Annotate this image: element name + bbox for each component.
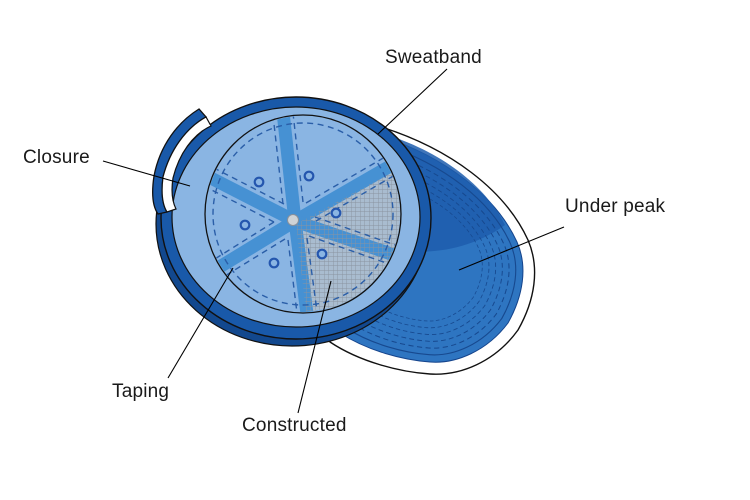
label-taping: Taping — [112, 381, 170, 402]
label-constructed: Constructed — [242, 415, 347, 436]
leader-lines — [102, 68, 565, 414]
label-under-peak: Under peak — [565, 196, 666, 217]
crown — [151, 96, 432, 347]
eyelet — [268, 257, 280, 269]
eyelets — [239, 170, 342, 269]
eyelet — [316, 248, 328, 260]
center-button — [287, 214, 299, 226]
sweatband-leader-line — [377, 68, 448, 135]
taping-leader-line — [167, 267, 234, 379]
eyelet — [253, 176, 265, 188]
closure-leader-line — [102, 160, 191, 187]
eyelet — [303, 170, 315, 182]
label-closure: Closure — [23, 147, 90, 168]
label-sweatband: Sweatband — [385, 47, 482, 68]
taping-strip — [206, 169, 298, 227]
under-peak-leader-line — [458, 226, 565, 271]
closure-opening — [161, 116, 212, 213]
taping-strip — [276, 116, 302, 222]
eyelet — [239, 219, 251, 231]
constructed-leader-line — [297, 280, 332, 414]
taping-strip — [291, 159, 396, 227]
closure — [151, 108, 212, 215]
eyelet — [330, 207, 342, 219]
